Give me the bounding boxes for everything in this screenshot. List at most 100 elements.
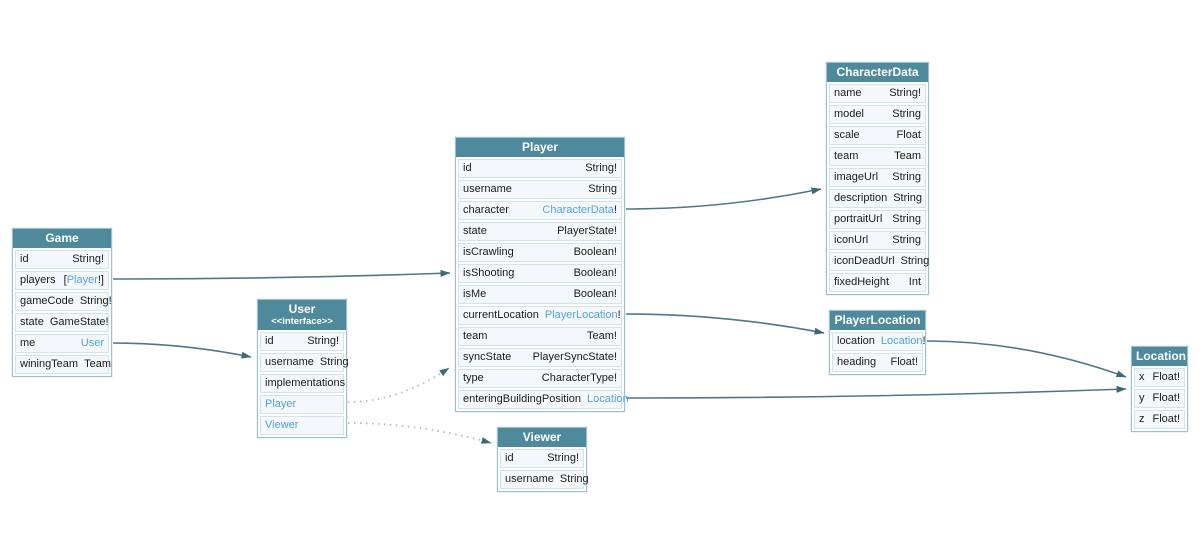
table-header-player[interactable]: Player (456, 138, 624, 157)
field-name: iconDeadUrl (834, 255, 895, 268)
field-type: String (588, 183, 617, 196)
field-name: team (834, 150, 859, 163)
edge-game.me-to-user (112, 342, 252, 359)
edge-playerlocation.location-to-location (926, 340, 1127, 378)
field-type: Float! (1152, 371, 1180, 384)
field-name: y (1139, 392, 1145, 405)
field-type: Location (587, 393, 629, 405)
field-name: isShooting (463, 267, 515, 280)
edge-player.enteringBuildingPosition-to-location (625, 385, 1127, 399)
field-row: state GameState! (15, 312, 109, 332)
table-header-characterdata[interactable]: CharacterData (827, 63, 928, 82)
implementation-link[interactable]: Player (265, 398, 297, 411)
field-type: PlayerSyncState! (532, 351, 617, 364)
field-type: String (319, 356, 349, 369)
field-type: Float! (1152, 392, 1180, 405)
field-type: Float! (1152, 413, 1180, 426)
field-name: model (834, 108, 864, 121)
type-link[interactable]: Location (587, 393, 629, 406)
type-link[interactable]: Location (880, 335, 923, 348)
table-title: PlayerLocation (834, 313, 921, 327)
table-header-viewer[interactable]: Viewer (498, 428, 586, 447)
field-name: team (463, 330, 488, 343)
field-name: scale (834, 129, 860, 142)
field-name: currentLocation (463, 309, 539, 322)
field-type: String! (889, 87, 921, 100)
type-link[interactable]: CharacterData (542, 204, 614, 217)
edge-user.Viewer-to-viewer (347, 422, 492, 444)
table-title: Player (521, 140, 559, 154)
table-header-game[interactable]: Game (13, 229, 111, 248)
field-name: players (20, 274, 56, 287)
table-header-user[interactable]: User<<interface>> (258, 300, 346, 330)
field-name: z (1139, 413, 1145, 426)
field-row: Viewer (260, 415, 344, 435)
field-type: Location! (880, 335, 926, 348)
field-row: Player (260, 394, 344, 414)
field-name: id (463, 162, 472, 175)
field-row: me User (15, 333, 109, 353)
field-type: [Player!] (63, 274, 104, 287)
table-body: id String! username String character Characte… (456, 156, 629, 411)
field-type: String (900, 255, 930, 268)
field-name: state (463, 225, 487, 238)
field-row: players [Player!] (15, 270, 109, 290)
field-name: character (463, 204, 509, 217)
field-type: Team (894, 150, 921, 163)
table-header-location[interactable]: Location (1132, 347, 1187, 366)
field-name: description (834, 192, 888, 205)
field-name: syncState (463, 351, 512, 364)
implementation-link[interactable]: Viewer (265, 419, 299, 432)
field-type: String (559, 473, 589, 486)
field-type: Team! (587, 330, 617, 343)
field-type: GameState! (49, 316, 109, 329)
field-name: username (463, 183, 512, 196)
field-type: Int (908, 276, 921, 289)
field-name: me (20, 337, 36, 350)
field-type: String! (585, 162, 617, 175)
field-type: String (892, 234, 921, 247)
field-row: team Team (829, 146, 926, 166)
field-name: enteringBuildingPosition (463, 393, 582, 406)
field-row: isMe Boolean! (458, 284, 622, 304)
field-row: y Float! (1134, 388, 1185, 408)
field-row: z Float! (1134, 409, 1185, 429)
field-type: PlayerState! (557, 225, 617, 238)
type-link[interactable]: Player (66, 274, 98, 287)
field-row: iconDeadUrl String (829, 251, 929, 271)
type-link[interactable]: User (80, 337, 104, 350)
field-name: iconUrl (834, 234, 869, 247)
field-name: state (20, 316, 44, 329)
field-name: isMe (463, 288, 487, 301)
field-name: id (505, 452, 514, 465)
field-name: gameCode (20, 295, 74, 308)
table-header-playerlocation[interactable]: PlayerLocation (830, 311, 925, 330)
field-name: portraitUrl (834, 213, 883, 226)
edge-user.Player-to-player (347, 367, 450, 403)
field-row: username String (458, 179, 622, 199)
field-name: id (265, 335, 274, 348)
type-table-player[interactable]: Player id String! username String character Ch… (455, 137, 629, 412)
type-link[interactable]: PlayerLocation (544, 309, 618, 322)
field-type: Boolean! (573, 288, 617, 301)
